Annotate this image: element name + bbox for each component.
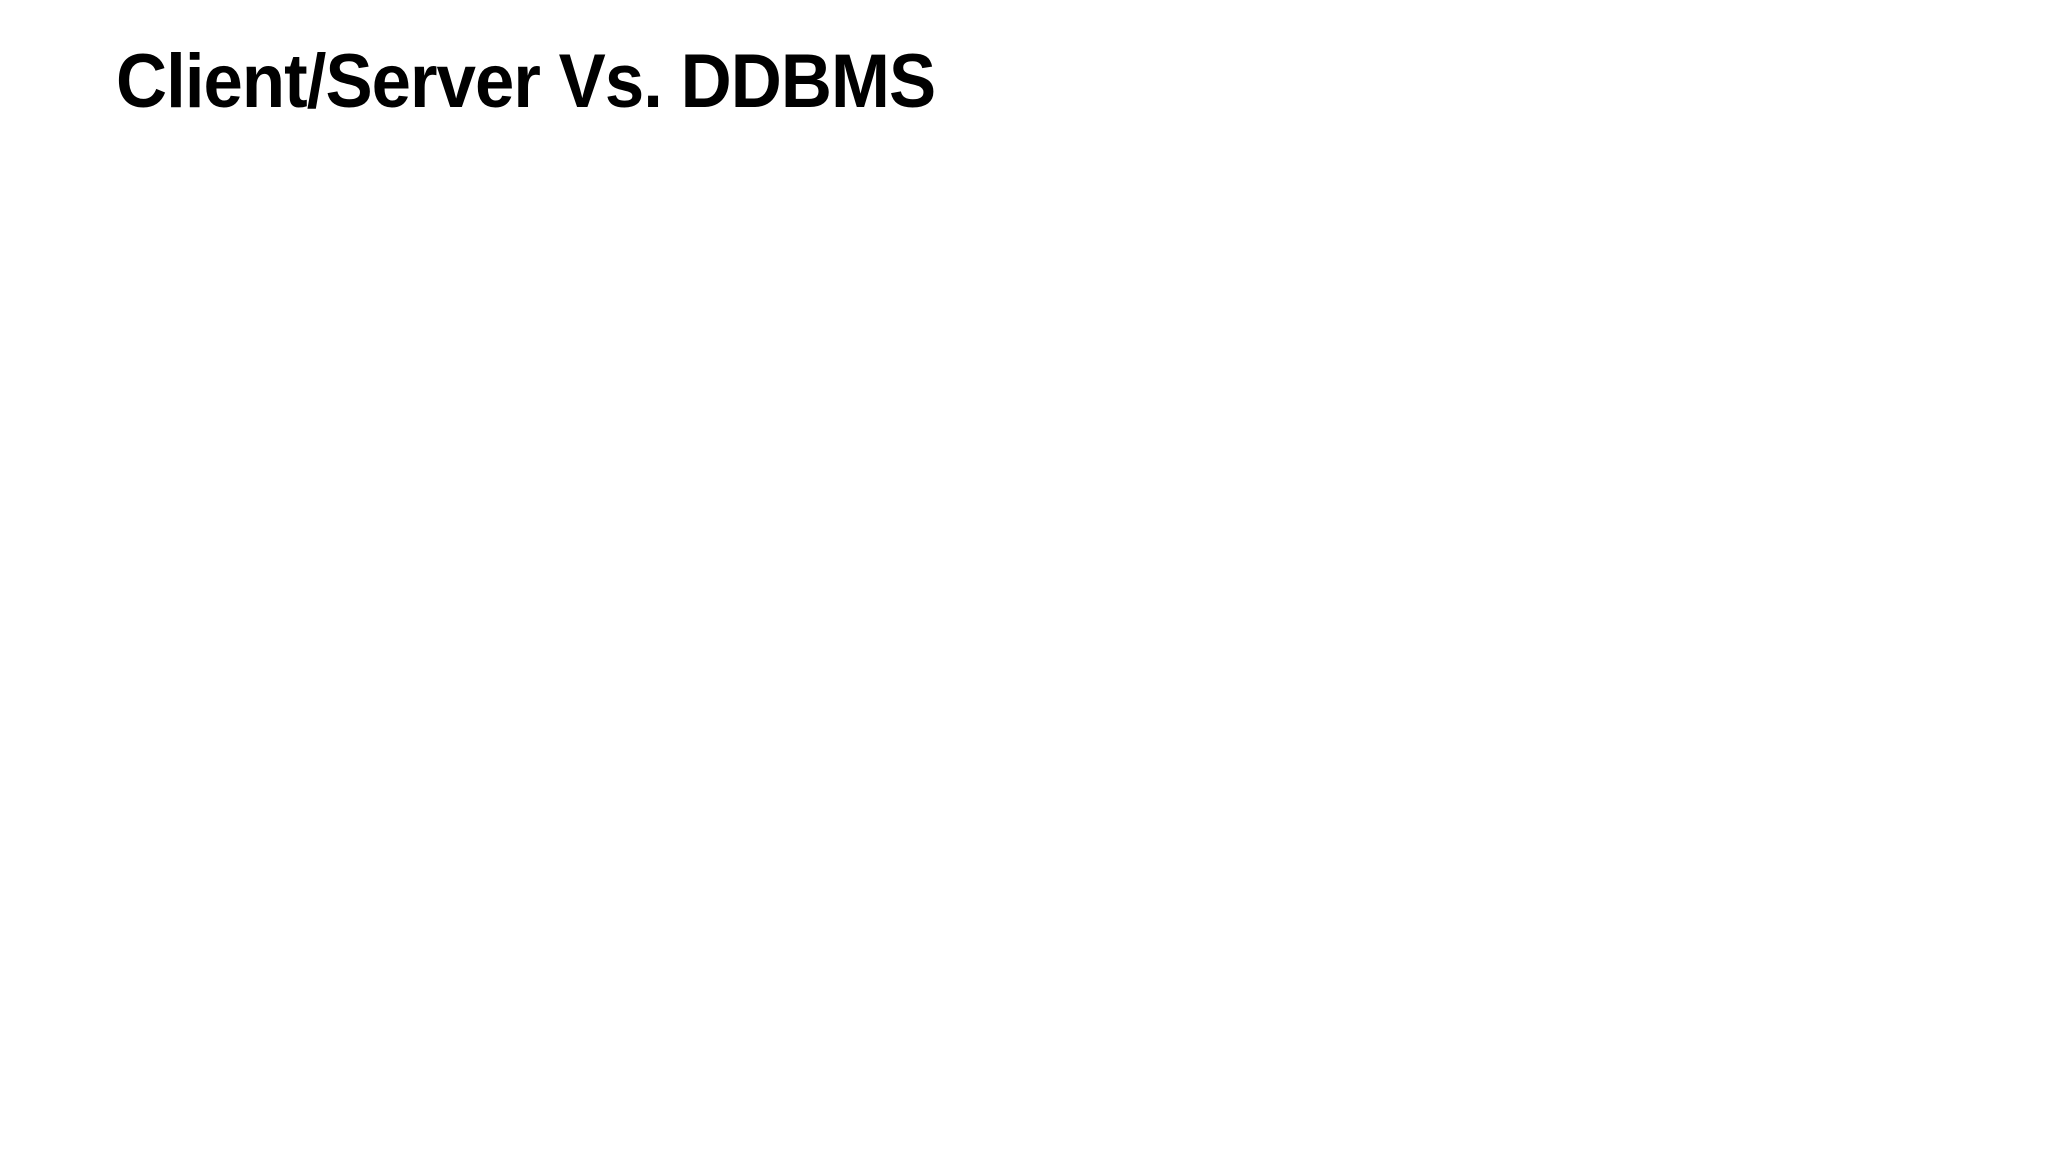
slide-title: Client/Server Vs. DDBMS — [116, 39, 936, 124]
slide-body-empty — [116, 180, 1932, 1092]
